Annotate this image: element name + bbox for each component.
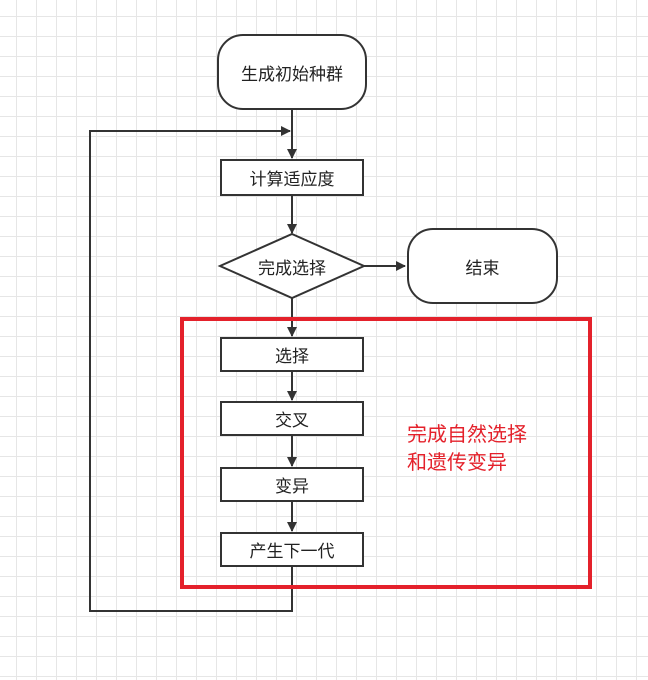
decision-node-label-box: 完成选择 <box>220 250 364 282</box>
start-node: 生成初始种群 <box>217 34 367 110</box>
next-generation-node-label: 产生下一代 <box>249 542 335 562</box>
loop-back-connector <box>89 126 293 612</box>
selection-node-label: 选择 <box>275 347 309 367</box>
fitness-node-label: 计算适应度 <box>249 170 335 190</box>
mutation-node-label: 变异 <box>275 477 309 497</box>
crossover-node-label: 交叉 <box>275 411 309 431</box>
start-node-label: 生成初始种群 <box>241 64 343 85</box>
end-node: 结束 <box>407 228 558 304</box>
fitness-node: 计算适应度 <box>220 159 364 196</box>
next-generation-node: 产生下一代 <box>220 532 364 567</box>
decision-diamond <box>217 232 367 300</box>
highlight-box <box>180 317 592 589</box>
annotation-line-2: 和遗传变异 <box>407 450 507 474</box>
crossover-node: 交叉 <box>220 401 364 436</box>
selection-node: 选择 <box>220 337 364 372</box>
decision-node-label: 完成选择 <box>258 258 326 279</box>
annotation-text: 完成自然选择 和遗传变异 <box>407 420 527 476</box>
end-node-label: 结束 <box>465 258 500 279</box>
mutation-node: 变异 <box>220 467 364 502</box>
annotation-line-1: 完成自然选择 <box>407 422 527 446</box>
